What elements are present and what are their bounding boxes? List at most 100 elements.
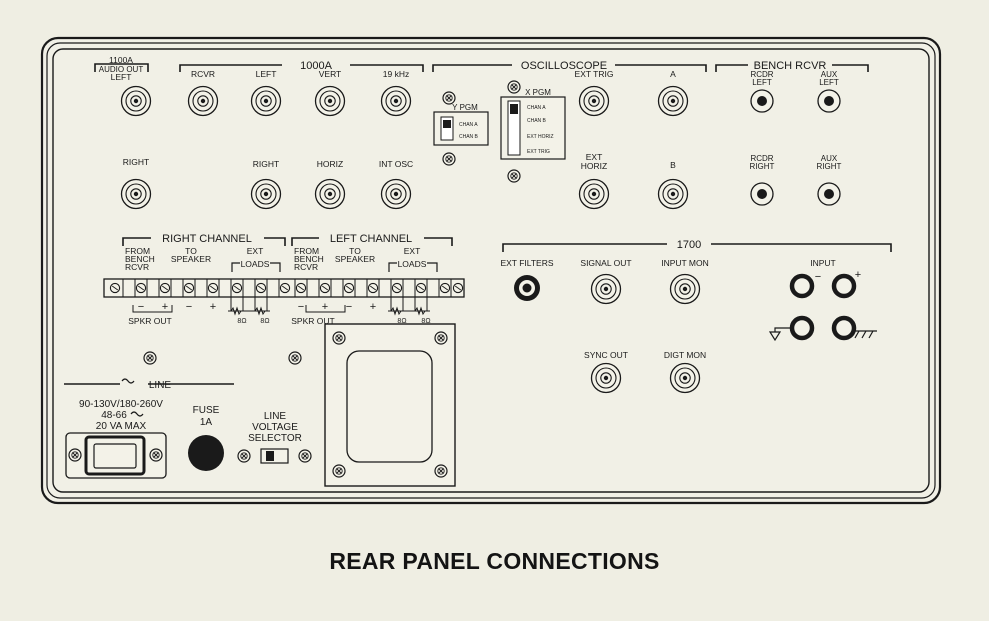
group-title-oscilloscope: OSCILLOSCOPE: [521, 60, 607, 72]
screw-plate-bl: [332, 464, 346, 478]
label-spkr-out-right: SPKR OUT: [128, 316, 171, 326]
label-left-1100a: LEFT: [111, 72, 132, 82]
figure-caption: REAR PANEL CONNECTIONS: [329, 548, 660, 574]
screw-x-pgm-top: [507, 80, 521, 94]
jack-aux-left[interactable]: [817, 89, 841, 113]
screw-y-pgm-top: [442, 91, 456, 105]
group-title-bench-rcvr: BENCH RCVR: [754, 60, 827, 72]
terminal-r-3[interactable]: [159, 282, 171, 294]
jack-ext-horiz[interactable]: [578, 178, 610, 210]
terminal-l-1[interactable]: [295, 282, 307, 294]
jack-ext-trig[interactable]: [578, 85, 610, 117]
load-resistors: [228, 297, 430, 316]
label-input-mon: INPUT MON: [661, 258, 709, 268]
label-to-right: TO: [185, 246, 197, 256]
loads-bracket-left: [388, 262, 438, 272]
jack-audio-out-right[interactable]: [120, 178, 152, 210]
screw-inlet-right: [149, 448, 163, 462]
jack-rcdr-right[interactable]: [750, 182, 774, 206]
label-bench-right: BENCH: [125, 254, 155, 264]
label-line-voltage-2: VOLTAGE: [252, 422, 298, 433]
screw-panel-middle: [288, 351, 302, 365]
fuse-holder[interactable]: [188, 435, 224, 471]
label-rcvr-right: RCVR: [125, 262, 149, 272]
jack-right-1000a[interactable]: [250, 178, 282, 210]
frequency-ac-icon: [130, 411, 144, 417]
terminal-l-4[interactable]: [367, 282, 379, 294]
jack-sync-out[interactable]: [590, 362, 622, 394]
binding-post-chassis[interactable]: [834, 318, 854, 338]
label-from-left: FROM: [294, 246, 319, 256]
screw-panel-left: [143, 351, 157, 365]
polarity-r-3: −: [186, 301, 192, 313]
binding-post-input-plus[interactable]: [834, 276, 854, 296]
label-line-voltage-3: SELECTOR: [248, 433, 302, 444]
polarity-input-minus: −: [815, 271, 821, 283]
loads-bracket-right: [231, 262, 281, 272]
screw-plate-tl: [332, 331, 346, 345]
label-input: INPUT: [810, 258, 836, 268]
label-fuse: FUSE: [193, 405, 220, 416]
jack-int-osc[interactable]: [380, 178, 412, 210]
label-frequency: 48-66: [101, 410, 127, 421]
label-ext-left: EXT: [404, 246, 421, 256]
label-aux-right-2: RIGHT: [817, 162, 842, 171]
label-from-right: FROM: [125, 246, 150, 256]
jack-aux-right[interactable]: [817, 182, 841, 206]
jack-vert[interactable]: [314, 85, 346, 117]
label-rcdr-right-2: RIGHT: [750, 162, 775, 171]
screw-selector-right: [298, 449, 312, 463]
label-fuse-rating: 1A: [200, 417, 213, 428]
label-loads-right: LOADS: [241, 259, 270, 269]
jack-signal-out[interactable]: [590, 273, 622, 305]
group-brackets: [64, 63, 892, 385]
label-ohm-r2: 8Ω: [260, 318, 269, 325]
polarity-l-1: −: [298, 301, 304, 313]
jack-digt-mon[interactable]: [669, 362, 701, 394]
terminal-r-6[interactable]: [231, 282, 243, 294]
label-left-1000a: LEFT: [256, 69, 277, 79]
terminal-r-8[interactable]: [279, 282, 291, 294]
chassis-ground-icon: [854, 330, 877, 339]
terminal-l-8[interactable]: [452, 282, 464, 294]
polarity-r-4: +: [210, 301, 216, 313]
label-y-chan-b: CHAN B: [459, 134, 479, 140]
jack-osc-a[interactable]: [657, 85, 689, 117]
label-aux-left-1: AUX: [821, 70, 838, 79]
binding-post-input-minus[interactable]: [792, 276, 812, 296]
jack-left-1000a[interactable]: [250, 85, 282, 117]
cover-plate: [324, 323, 456, 487]
group-title-right-channel: RIGHT CHANNEL: [162, 233, 252, 245]
line-voltage-selector-switch[interactable]: [260, 448, 289, 464]
jack-rcvr[interactable]: [187, 85, 219, 117]
terminal-r-5[interactable]: [207, 282, 219, 294]
label-osc-b: B: [670, 160, 676, 170]
jack-horiz[interactable]: [314, 178, 346, 210]
terminal-l-2[interactable]: [319, 282, 331, 294]
jack-input-mon[interactable]: [669, 273, 701, 305]
power-inlet[interactable]: [65, 432, 167, 479]
label-ext-filters: EXT FILTERS: [500, 258, 553, 268]
terminal-l-6[interactable]: [415, 282, 427, 294]
ext-filters-jack[interactable]: [514, 275, 540, 301]
jack-audio-out-left[interactable]: [120, 85, 152, 117]
label-audio-out: AUDIO OUT: [99, 65, 144, 74]
label-rcdr-left-2: LEFT: [752, 78, 772, 87]
x-pgm-switch[interactable]: [500, 96, 566, 160]
label-sync-out: SYNC OUT: [584, 350, 628, 360]
binding-post-ground[interactable]: [792, 318, 812, 338]
screw-selector-left: [237, 449, 251, 463]
jack-osc-b[interactable]: [657, 178, 689, 210]
terminal-r-1[interactable]: [109, 282, 121, 294]
terminal-l-3[interactable]: [343, 282, 355, 294]
terminal-r-4[interactable]: [183, 282, 195, 294]
terminal-l-5[interactable]: [391, 282, 403, 294]
terminal-l-7[interactable]: [439, 282, 451, 294]
terminal-r-7[interactable]: [255, 282, 267, 294]
jack-19khz[interactable]: [380, 85, 412, 117]
label-x-chan-a: CHAN A: [527, 105, 546, 111]
terminal-r-2[interactable]: [135, 282, 147, 294]
jack-rcdr-left[interactable]: [750, 89, 774, 113]
y-pgm-switch[interactable]: [433, 111, 489, 146]
